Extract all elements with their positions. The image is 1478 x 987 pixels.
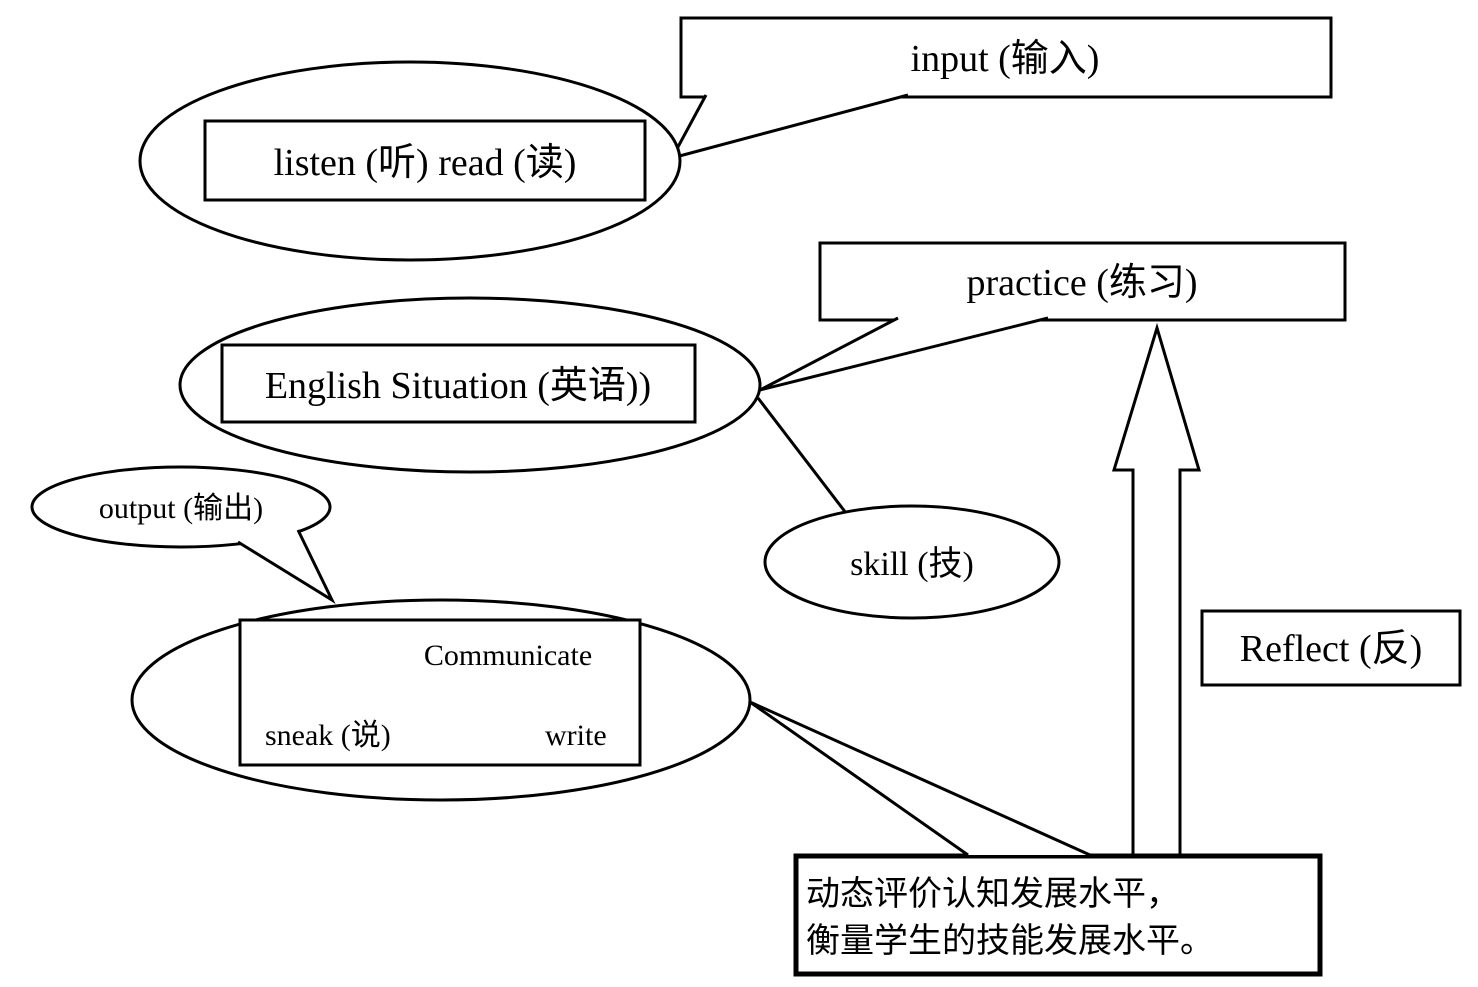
english-situation-label: English Situation (英语)) (265, 365, 651, 407)
sneak-label: sneak (说) (265, 719, 391, 752)
skill-label: skill (技) (850, 545, 974, 583)
listen-read-box (203, 119, 647, 202)
reflect-up-arrow (1111, 322, 1202, 858)
english-situation-box (220, 343, 697, 424)
evaluation-box (793, 853, 1323, 977)
input-callout-tail (669, 93, 909, 161)
output-bubble-tail (237, 529, 336, 604)
evaluation-box-tail (749, 700, 1091, 857)
write-label: write (545, 719, 607, 752)
skill-ellipse (763, 504, 1061, 620)
reflect-box (1200, 609, 1462, 687)
output-label: output (输出) (99, 492, 263, 525)
communicate-box (238, 618, 642, 767)
reflect-label: Reflect (反) (1240, 628, 1423, 670)
situation-to-skill-line (756, 397, 848, 514)
practice-callout-box (818, 241, 1347, 322)
evaluation-line1: 动态评价认知发展水平， (806, 875, 1180, 913)
output-bubble (30, 465, 332, 549)
listen-read-label: listen (听) read (读) (274, 142, 577, 184)
evaluation-line2: 衡量学生的技能发展水平。 (806, 922, 1214, 960)
practice-callout-tail (759, 316, 1049, 392)
practice-label: practice (练习) (966, 262, 1197, 304)
input-callout-box (679, 16, 1333, 99)
communicate-label: Communicate (424, 639, 592, 672)
input-label: input (输入) (911, 38, 1100, 80)
